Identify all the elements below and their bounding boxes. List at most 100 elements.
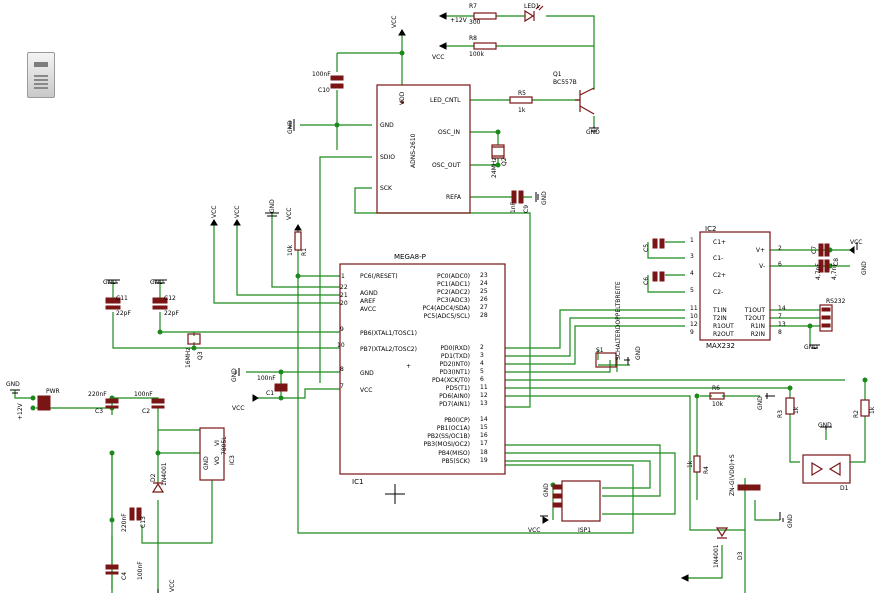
max-left-pin-num: 5 xyxy=(690,287,694,294)
intercom-icon[interactable] xyxy=(27,52,55,98)
c1-body xyxy=(274,383,288,390)
c12-label: C12 xyxy=(164,295,176,302)
c5-body xyxy=(652,238,658,249)
d2-value: 1N4001 xyxy=(161,462,168,486)
max232-value: MAX232 xyxy=(706,342,735,350)
mega-right-pin-num: 4 xyxy=(480,360,484,367)
mega-right-pin-num: 28 xyxy=(480,312,488,319)
max-right-pin-num: 13 xyxy=(778,321,786,328)
vcc-label-max: VCC xyxy=(850,239,862,246)
d1-label: D1 xyxy=(840,485,849,492)
c2-label: C2 xyxy=(142,408,150,415)
d2-body xyxy=(151,482,165,493)
r4-value: 1k xyxy=(687,460,694,468)
isp1-label: ISP1 xyxy=(578,527,591,534)
r7-label: R7 xyxy=(469,3,477,10)
r1-body xyxy=(294,231,302,251)
adns-pin-gnd: GND xyxy=(380,122,394,129)
mega-right-pin-name: PB2(SS/OC1B) xyxy=(427,433,470,440)
r6-body xyxy=(709,392,725,400)
d3-body xyxy=(715,527,729,539)
max-right-pin-name: T2OUT xyxy=(744,315,766,322)
c12-value: 22pF xyxy=(164,310,179,317)
s1-value: SCHALTERDOPPELTBREITE xyxy=(615,281,622,360)
mega-right-pin-name: PC1(ADC1) xyxy=(437,281,470,288)
gnd-label-c11: GND xyxy=(103,279,117,286)
adns-center: ADNS-2610 xyxy=(410,133,417,168)
r8-body xyxy=(473,42,497,50)
parts xyxy=(37,4,870,575)
mega-right-pin-num: 16 xyxy=(480,432,488,439)
max232-body xyxy=(699,231,771,341)
d3-label: D3 xyxy=(737,551,744,560)
r1-label: R1 xyxy=(301,248,308,256)
zn-label: ZN-G(VD0)+S xyxy=(729,454,736,496)
mega-left-4-name: AVCC xyxy=(360,306,376,313)
r7-value: 300 xyxy=(469,19,481,26)
c3-label: C3 xyxy=(95,408,103,415)
gnd-label-d1: GND xyxy=(818,422,832,429)
r2-label: R2 xyxy=(853,410,860,418)
r2-value: 1k xyxy=(869,406,876,414)
c7-label: C7 xyxy=(811,246,818,254)
mega-right-pin-num: 24 xyxy=(480,280,488,287)
mega-right-pin-num: 27 xyxy=(480,304,488,311)
c4-label: C4 xyxy=(121,572,128,580)
gnd-label-zn: GND xyxy=(787,514,794,528)
r4-body xyxy=(693,455,701,473)
vcc-label-4: VCC xyxy=(286,208,293,220)
c6-body xyxy=(652,271,658,282)
mega-right-pin-name: PD1(TXD) xyxy=(441,353,470,360)
mega-right-pin-name: PD0(RXD) xyxy=(440,345,470,352)
mega-right-pin-name: PD4(XCK/T0) xyxy=(432,377,470,384)
r3-body xyxy=(785,397,795,415)
c9-label: C9 xyxy=(523,205,530,213)
max-right-pin-name: R1IN xyxy=(751,323,765,330)
q2-value: 24MHz xyxy=(491,158,498,178)
ic1-label: IC1 xyxy=(352,478,363,486)
r6-label: R6 xyxy=(712,385,720,392)
mega-left-8-name: VCC xyxy=(360,387,372,394)
mega-right-pin-name: PB1(OC1A) xyxy=(437,425,470,432)
q1-value: BC557B xyxy=(553,79,577,86)
gnd-label-r6: GND xyxy=(757,396,764,410)
mega-right-pin-num: 6 xyxy=(480,376,484,383)
c8-label: C8 xyxy=(833,258,840,266)
mega-left-3-name: AREF xyxy=(360,298,376,305)
mega-right-pin-name: PB0(ICP) xyxy=(444,417,470,424)
r6-value: 10k xyxy=(712,401,724,408)
max-right-pin-num: 7 xyxy=(778,313,782,320)
mega-right-pin-num: 18 xyxy=(480,449,488,456)
c10-label: C10 xyxy=(318,87,330,94)
mega-right-pin-name: PC3(ADC3) xyxy=(437,297,470,304)
r5-body xyxy=(509,96,533,104)
rs232-body xyxy=(819,304,833,332)
c11-label: C11 xyxy=(116,295,128,302)
q1-label: Q1 xyxy=(553,71,562,78)
supply-symbols xyxy=(10,12,858,593)
mega-left-1-name: PC6(/RESET) xyxy=(360,273,398,280)
mega-right-pin-name: PB5(SCK) xyxy=(442,458,470,465)
c7-body xyxy=(818,243,824,257)
r1-value: 10k xyxy=(287,244,294,256)
mega-right-pin-num: 3 xyxy=(480,352,484,359)
r8-label: R8 xyxy=(469,35,477,42)
q3-label: Q3 xyxy=(197,351,204,360)
vcc-label-isp: VCC xyxy=(528,527,540,534)
mega-right-pin-num: 14 xyxy=(480,416,488,423)
mega-right-pin-num: 26 xyxy=(480,296,488,303)
max-left-pin-name: C2- xyxy=(713,289,723,296)
mega-left-4-num: 20 xyxy=(340,300,348,307)
ic3-label: IC3 xyxy=(229,455,236,465)
c5-label: C5 xyxy=(643,244,650,252)
gnd-label-isp: GND xyxy=(543,483,550,497)
reg-pin-vo: VO xyxy=(214,456,221,465)
adns-pin-refa: REFA xyxy=(446,194,462,201)
r2-body xyxy=(860,399,870,417)
c13-label: C13 xyxy=(140,516,147,528)
c11-body xyxy=(105,297,121,304)
max-right-pin-num: 14 xyxy=(778,305,786,312)
c2-body xyxy=(151,398,165,404)
c1-label: C1 xyxy=(266,390,274,397)
